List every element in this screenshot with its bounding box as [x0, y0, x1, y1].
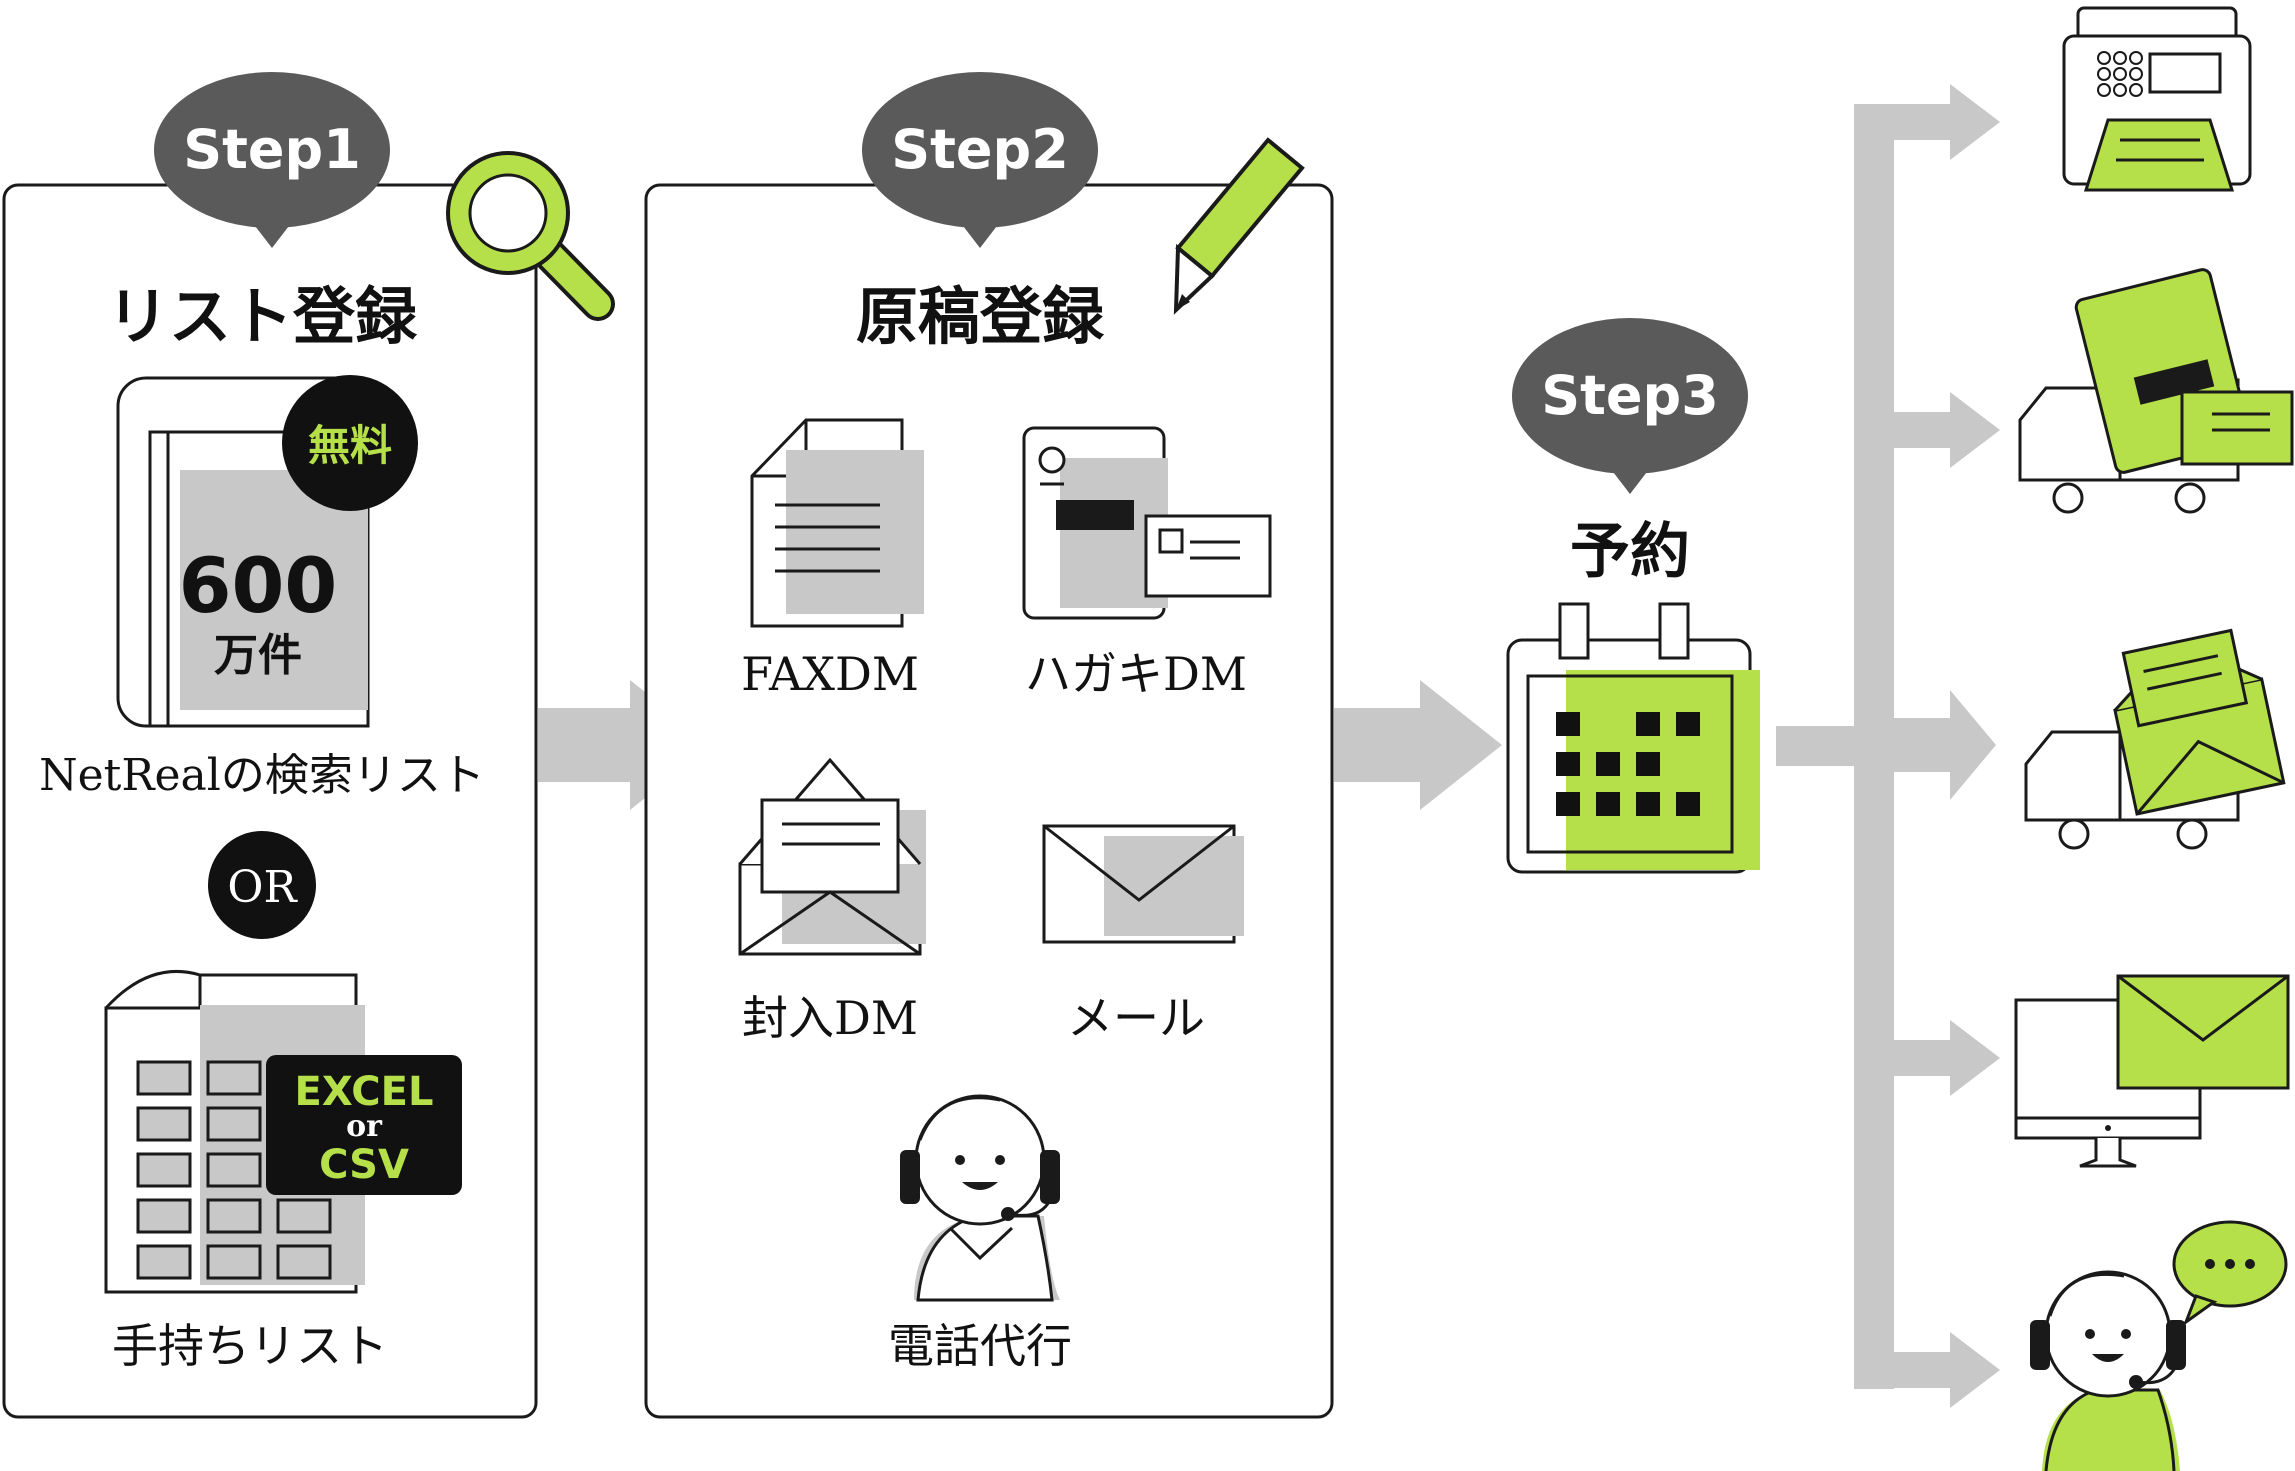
step2-item-postcard: ハガキDM: [1025, 647, 1247, 701]
step2-bubble: Step2: [862, 72, 1098, 248]
step1-panel: Step1 リスト登録 600 万件 無料 NetRealの検索リスト: [2, 72, 615, 1419]
postcard-icon: [1022, 426, 1272, 620]
book-unit: 万件: [214, 630, 302, 681]
step3-bubble-label: Step3: [1541, 364, 1719, 427]
step2-panel: Step2 原稿登録 FAXDM ハガキDM: [644, 72, 1334, 1419]
step1-bubble-label: Step1: [183, 118, 361, 181]
step2-bubble-label: Step2: [891, 118, 1069, 181]
envelope-truck-icon: [2024, 628, 2286, 850]
step3-title: 予約: [1570, 517, 1690, 587]
postcard-truck-icon: [2018, 268, 2294, 514]
search-list-label: NetRealの検索リスト: [39, 750, 485, 801]
step2-item-fax: FAXDM: [741, 647, 919, 701]
fax-document-icon: [750, 418, 924, 628]
distribution-arrows: [1776, 84, 2000, 1408]
file-badge-or: or: [346, 1109, 383, 1144]
step3-section: Step3 予約: [1506, 318, 1760, 874]
free-badge: 無料: [282, 375, 418, 511]
email-monitor-icon: [2014, 974, 2290, 1168]
step1-bubble: Step1: [154, 72, 390, 248]
speech-dots-icon: [2172, 1220, 2288, 1327]
or-label: OR: [227, 862, 298, 913]
calendar-icon: [1506, 602, 1760, 874]
pencil-icon: [1173, 137, 1305, 315]
step2-title: 原稿登録: [856, 280, 1105, 353]
file-badge-csv: CSV: [319, 1142, 409, 1188]
operator-icon: [900, 1094, 1060, 1302]
step2-item-mail: メール: [1067, 991, 1205, 1045]
step2-item-phone: 電話代行: [888, 1319, 1072, 1373]
step3-bubble: Step3: [1512, 318, 1748, 494]
enclosed-envelope-icon: [738, 757, 926, 956]
arrow-step2-to-step3: [1334, 680, 1502, 810]
step2-item-enclosed: 封入DM: [742, 991, 918, 1045]
file-badge-excel: EXCEL: [295, 1069, 434, 1115]
book-count: 600: [179, 541, 338, 630]
search-icon: [446, 151, 615, 321]
or-badge: OR: [208, 831, 316, 939]
fax-machine-icon: [2062, 6, 2252, 192]
free-badge-label: 無料: [308, 421, 392, 470]
step1-title: リスト登録: [107, 280, 418, 353]
call-operator-icon: [2030, 1220, 2288, 1471]
mail-envelope-icon: [1042, 824, 1244, 944]
spreadsheet-icon: EXCEL or CSV: [104, 970, 462, 1294]
own-list-label: 手持ちリスト: [112, 1319, 388, 1373]
